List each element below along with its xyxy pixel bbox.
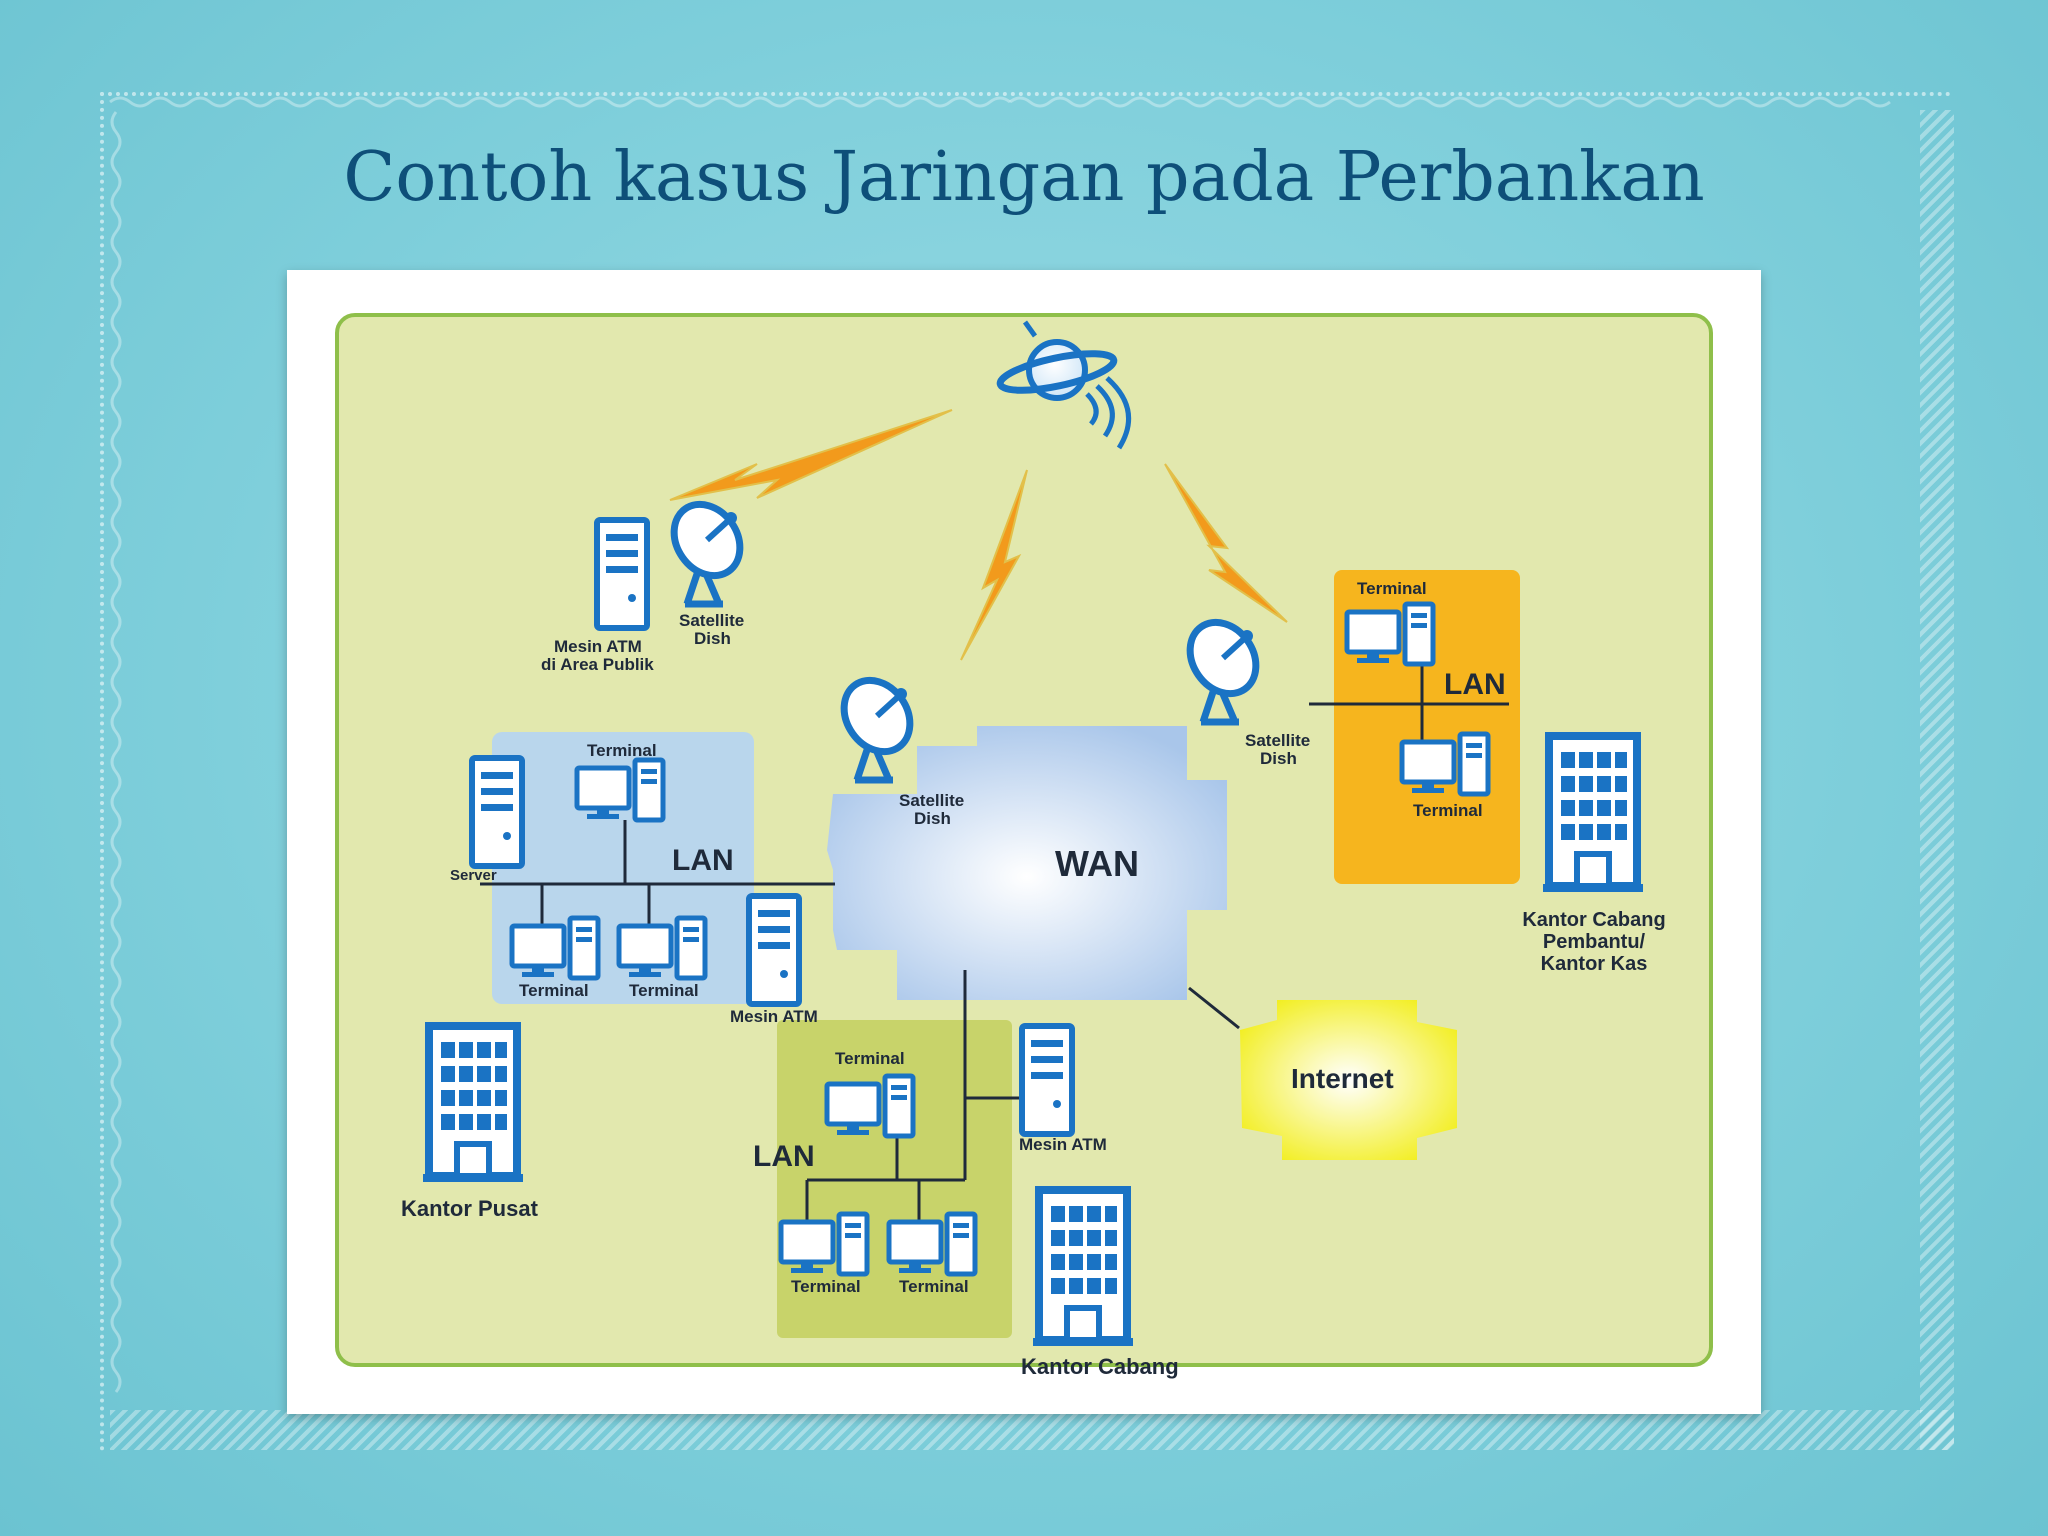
kantor-kas-building-icon	[1543, 736, 1643, 892]
lightning-bolt-left	[669, 409, 953, 501]
slide-title: Contoh kasus Jaringan pada Perbankan	[343, 138, 1705, 217]
terminal-kas-bottom-label: Terminal	[1413, 801, 1483, 820]
kantor-cabang-building-icon	[1033, 1190, 1133, 1346]
terminal-pusat-left-label: Terminal	[519, 981, 589, 1000]
terminal-kas-top-label: Terminal	[1357, 579, 1427, 598]
terminal-cabang-right-label: Terminal	[899, 1277, 969, 1296]
kantor-pusat-building-icon	[423, 1026, 523, 1182]
kantor-pusat-label: Kantor Pusat	[401, 1196, 539, 1221]
server-icon	[472, 758, 522, 866]
atm-cabang-label: Mesin ATM	[1019, 1135, 1107, 1154]
wan-label: WAN	[1055, 843, 1139, 884]
wireless-links	[669, 409, 1288, 661]
lan-kas-label: LAN	[1444, 668, 1506, 701]
internet-label: Internet	[1291, 1063, 1394, 1094]
terminal-pusat-right-label: Terminal	[629, 981, 699, 1000]
slide-frame-hatch-bottom	[110, 1410, 1954, 1450]
atm-cabang-icon	[1022, 1026, 1072, 1134]
kantor-cabang-label: Kantor Cabang	[1021, 1354, 1179, 1379]
lan-cabang-label: LAN	[753, 1140, 815, 1173]
lightning-bolt-center	[960, 469, 1028, 661]
slide-frame	[100, 92, 1952, 1452]
slide-frame-hatch-right	[1920, 110, 1954, 1450]
atm-pusat-label: Mesin ATM	[730, 1007, 818, 1026]
lan-pusat-label: LAN	[672, 844, 734, 877]
atm-pusat-icon	[749, 896, 799, 1004]
terminal-cabang-left-label: Terminal	[791, 1277, 861, 1296]
terminal-pusat-top-label: Terminal	[587, 741, 657, 760]
atm-public-icon	[597, 520, 647, 628]
satellite-globe-icon	[996, 320, 1132, 450]
internet-cloud	[1240, 1000, 1457, 1160]
lightning-bolt-right	[1164, 463, 1288, 623]
wan-cloud	[827, 726, 1227, 1000]
terminal-cabang-top-label: Terminal	[835, 1049, 905, 1068]
server-label: Server	[450, 867, 497, 884]
